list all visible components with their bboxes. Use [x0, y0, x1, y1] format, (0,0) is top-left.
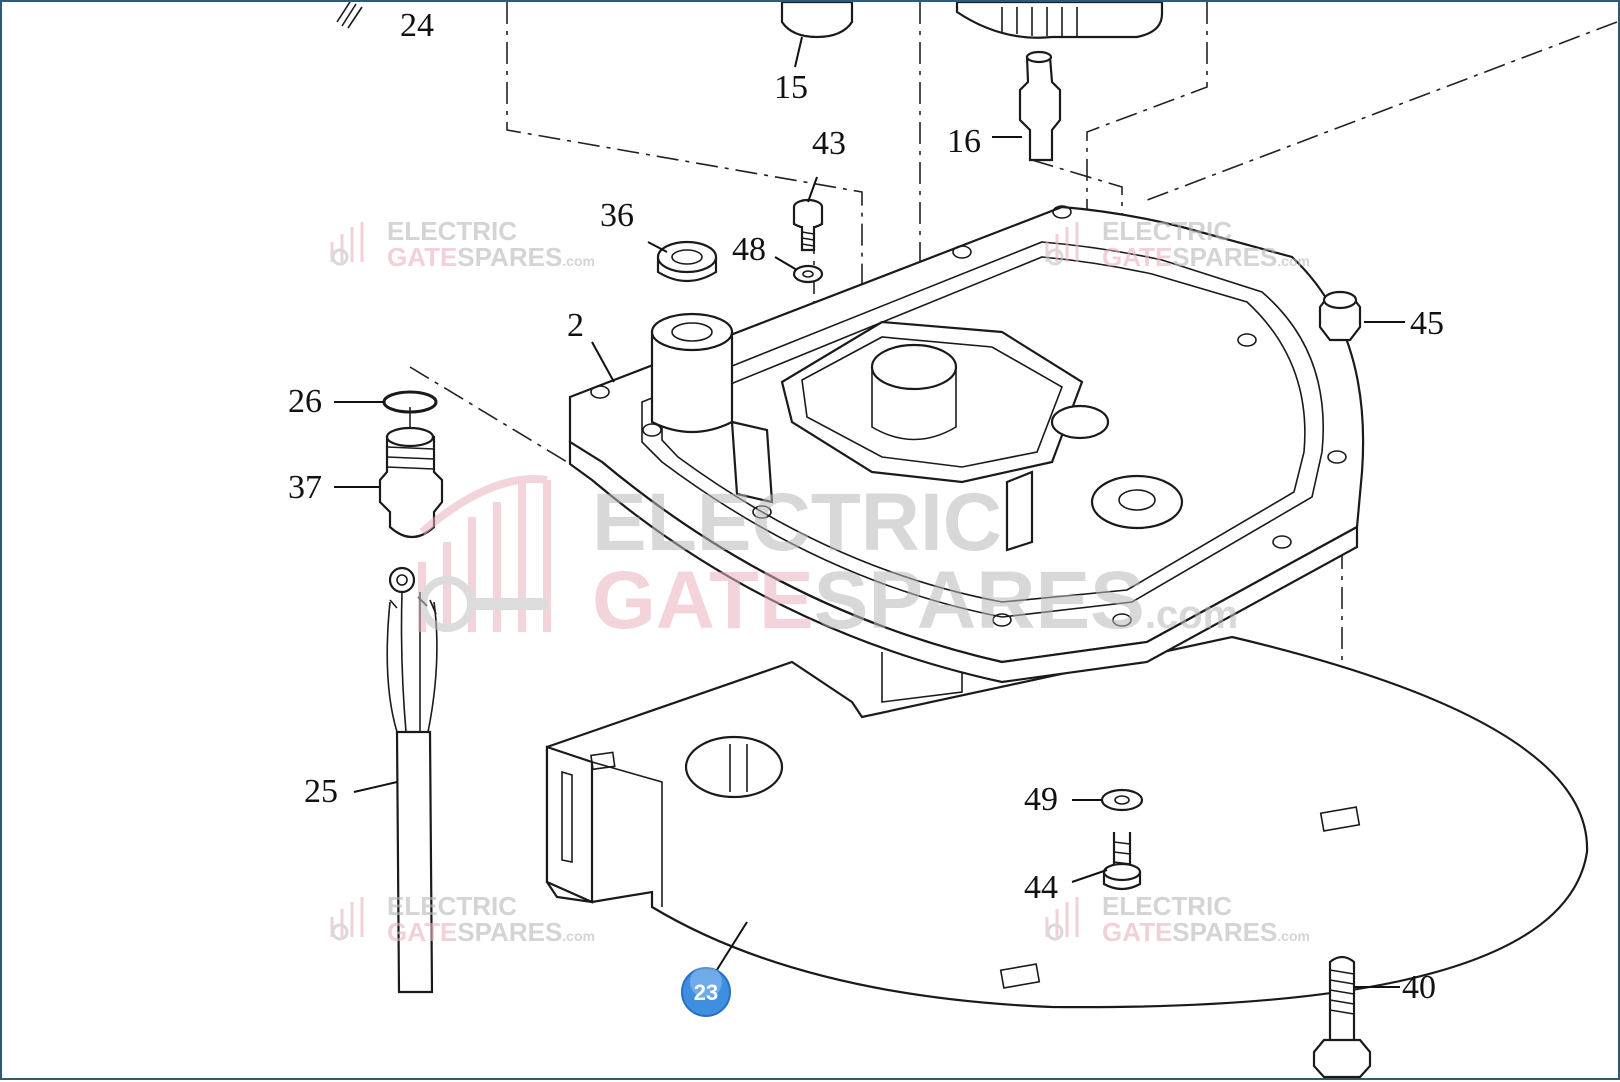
label-24[interactable]: 24: [400, 7, 434, 44]
part-16-pin[interactable]: [1018, 50, 1062, 162]
label-2[interactable]: 2: [567, 307, 584, 344]
part-gearbox-plate-2[interactable]: [568, 205, 1365, 684]
label-26[interactable]: 26: [288, 383, 322, 420]
watermark-small-bottom-left: ELECTRIC GATESPARES.com: [330, 891, 595, 947]
badge-23-label: 23: [694, 980, 718, 1005]
part-43-screw[interactable]: [792, 198, 824, 252]
label-37[interactable]: 37: [288, 469, 322, 506]
label-49[interactable]: 49: [1024, 781, 1058, 818]
watermark-small-top-right: ELECTRIC GATESPARES.com: [1045, 216, 1310, 272]
label-16[interactable]: 16: [947, 123, 981, 160]
watermark-large: ELECTRIC GATESPARES.com: [418, 475, 1238, 646]
label-48[interactable]: 48: [732, 231, 766, 268]
part-40-bolt[interactable]: [1312, 955, 1372, 1079]
svg-text:ELECTRIC: ELECTRIC: [1102, 891, 1232, 921]
svg-text:ELECTRIC: ELECTRIC: [387, 216, 517, 246]
label-45[interactable]: 45: [1410, 305, 1444, 342]
svg-text:GATESPARES.com: GATESPARES.com: [1102, 917, 1310, 947]
svg-text:ELECTRIC: ELECTRIC: [1102, 216, 1232, 246]
label-36[interactable]: 36: [600, 197, 634, 234]
part-15-cap[interactable]: [780, 2, 854, 39]
label-25[interactable]: 25: [304, 773, 338, 810]
leader-lines: [334, 36, 1405, 988]
part-labels: 24 15 43 16 36 48 2 45 26 37 25 49 44 40: [288, 7, 1444, 1006]
part-48-washer[interactable]: [792, 264, 824, 284]
label-43[interactable]: 43: [812, 125, 846, 162]
part-bracket-23[interactable]: [545, 635, 1589, 1009]
part-24-fragment: [336, 2, 363, 29]
part-25-cable[interactable]: [386, 566, 438, 994]
watermark-small-top-left: ELECTRIC GATESPARES.com: [330, 216, 595, 272]
part-worm-shaft[interactable]: [955, 2, 1164, 39]
part-45-nut[interactable]: [1318, 290, 1362, 342]
part-44-screw[interactable]: [1102, 832, 1142, 891]
svg-text:ELECTRIC: ELECTRIC: [387, 891, 517, 921]
label-40[interactable]: 40: [1402, 969, 1436, 1006]
watermark-small-bottom-right: ELECTRIC GATESPARES.com: [1045, 891, 1310, 947]
plate-screw-holes: [590, 205, 1347, 627]
part-37-gland[interactable]: [378, 426, 444, 539]
svg-text:GATESPARES.com: GATESPARES.com: [1102, 242, 1310, 272]
label-15[interactable]: 15: [774, 69, 808, 106]
label-44[interactable]: 44: [1024, 869, 1058, 906]
svg-text:GATESPARES.com: GATESPARES.com: [387, 242, 595, 272]
highlight-badge-23[interactable]: 23: [681, 966, 731, 1017]
part-36-seal[interactable]: [656, 240, 718, 282]
svg-text:GATESPARES.com: GATESPARES.com: [387, 917, 595, 947]
watermark-line1: ELECTRIC: [592, 477, 1002, 568]
watermark-line2: GATESPARES.com: [592, 555, 1238, 646]
watermark-logo-icon: [418, 475, 551, 632]
part-49-washer[interactable]: [1100, 788, 1144, 812]
